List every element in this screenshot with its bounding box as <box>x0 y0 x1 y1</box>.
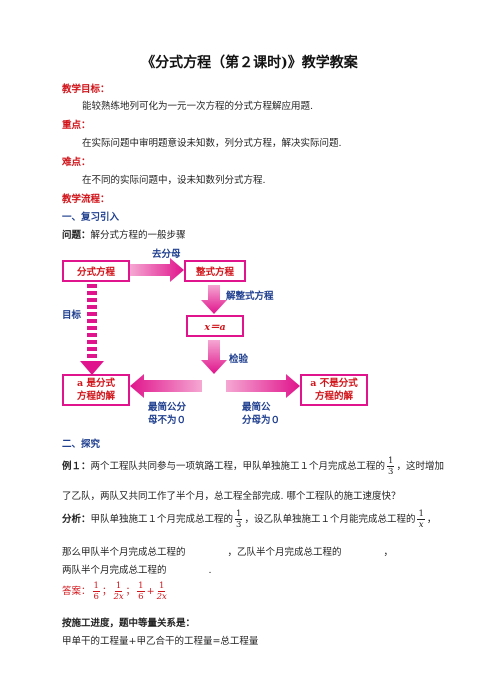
box-integral-equation: 整式方程 <box>184 260 246 282</box>
arrow-check <box>201 340 227 374</box>
process-label: 教学流程： <box>62 194 110 205</box>
box-a-is-solution: a 是分式 方程的解 <box>62 374 130 406</box>
arrow-remove-denominator <box>130 258 184 282</box>
progress-line: 按施工进度，题中等量关系是： <box>62 618 196 629</box>
key-label: 重点： <box>62 120 91 131</box>
goals-label: 教学目标： <box>62 84 110 95</box>
both-half-line: 两队半个月完成总工程的. <box>62 565 212 576</box>
label-goal: 目标 <box>62 310 82 321</box>
arrow-goal <box>80 284 104 375</box>
equation-line: 甲单干的工程量+甲乙合干的工程量=总工程量 <box>62 636 259 647</box>
example-line-2: 了乙队，两队又共同工作了半个月，总工程全部完成. 哪个工程队的施工速度快？ <box>62 491 401 502</box>
arrow-lcd-nonzero <box>130 374 202 398</box>
label-remove-denominator: 去分母 <box>152 249 181 260</box>
section-explore: 二、探究 <box>62 439 101 450</box>
difficult-label: 难点： <box>62 157 91 168</box>
key-text: 在实际问题中审明题意设未知数，列分式方程，解决实际问题. <box>82 138 342 149</box>
goals-text: 能较熟练地列可化为一元一次方程的分式方程解应用题. <box>82 101 314 112</box>
question-label: 问题： <box>62 230 91 241</box>
half-month-line: 那么甲队半个月完成总工程的，乙队半个月完成总工程的， <box>62 547 394 558</box>
question-text: 解分式方程的一般步骤 <box>90 230 186 241</box>
label-lcd-zero: 最简公 分母为０ <box>242 402 281 426</box>
question-line: 问题：解分式方程的一般步骤 <box>62 227 186 241</box>
section-review: 一、复习引入 <box>62 212 120 223</box>
label-check: 检验 <box>229 354 249 365</box>
label-solve-integral: 解整式方程 <box>226 291 274 302</box>
box-a-not-solution: a 不是分式 方程的解 <box>300 374 368 406</box>
page-title: 《分式方程（第２课时)》教学教案 <box>141 55 358 71</box>
box-fractional-equation: 分式方程 <box>62 260 130 282</box>
arrow-solve-integral <box>201 285 227 314</box>
difficult-text: 在不同的实际问题中，设未知数列分式方程. <box>82 175 266 186</box>
arrow-lcd-zero <box>226 374 300 398</box>
box-x-equals-a: x＝a <box>186 315 244 337</box>
label-lcd-nonzero: 最简公分 母不为０ <box>148 402 187 426</box>
